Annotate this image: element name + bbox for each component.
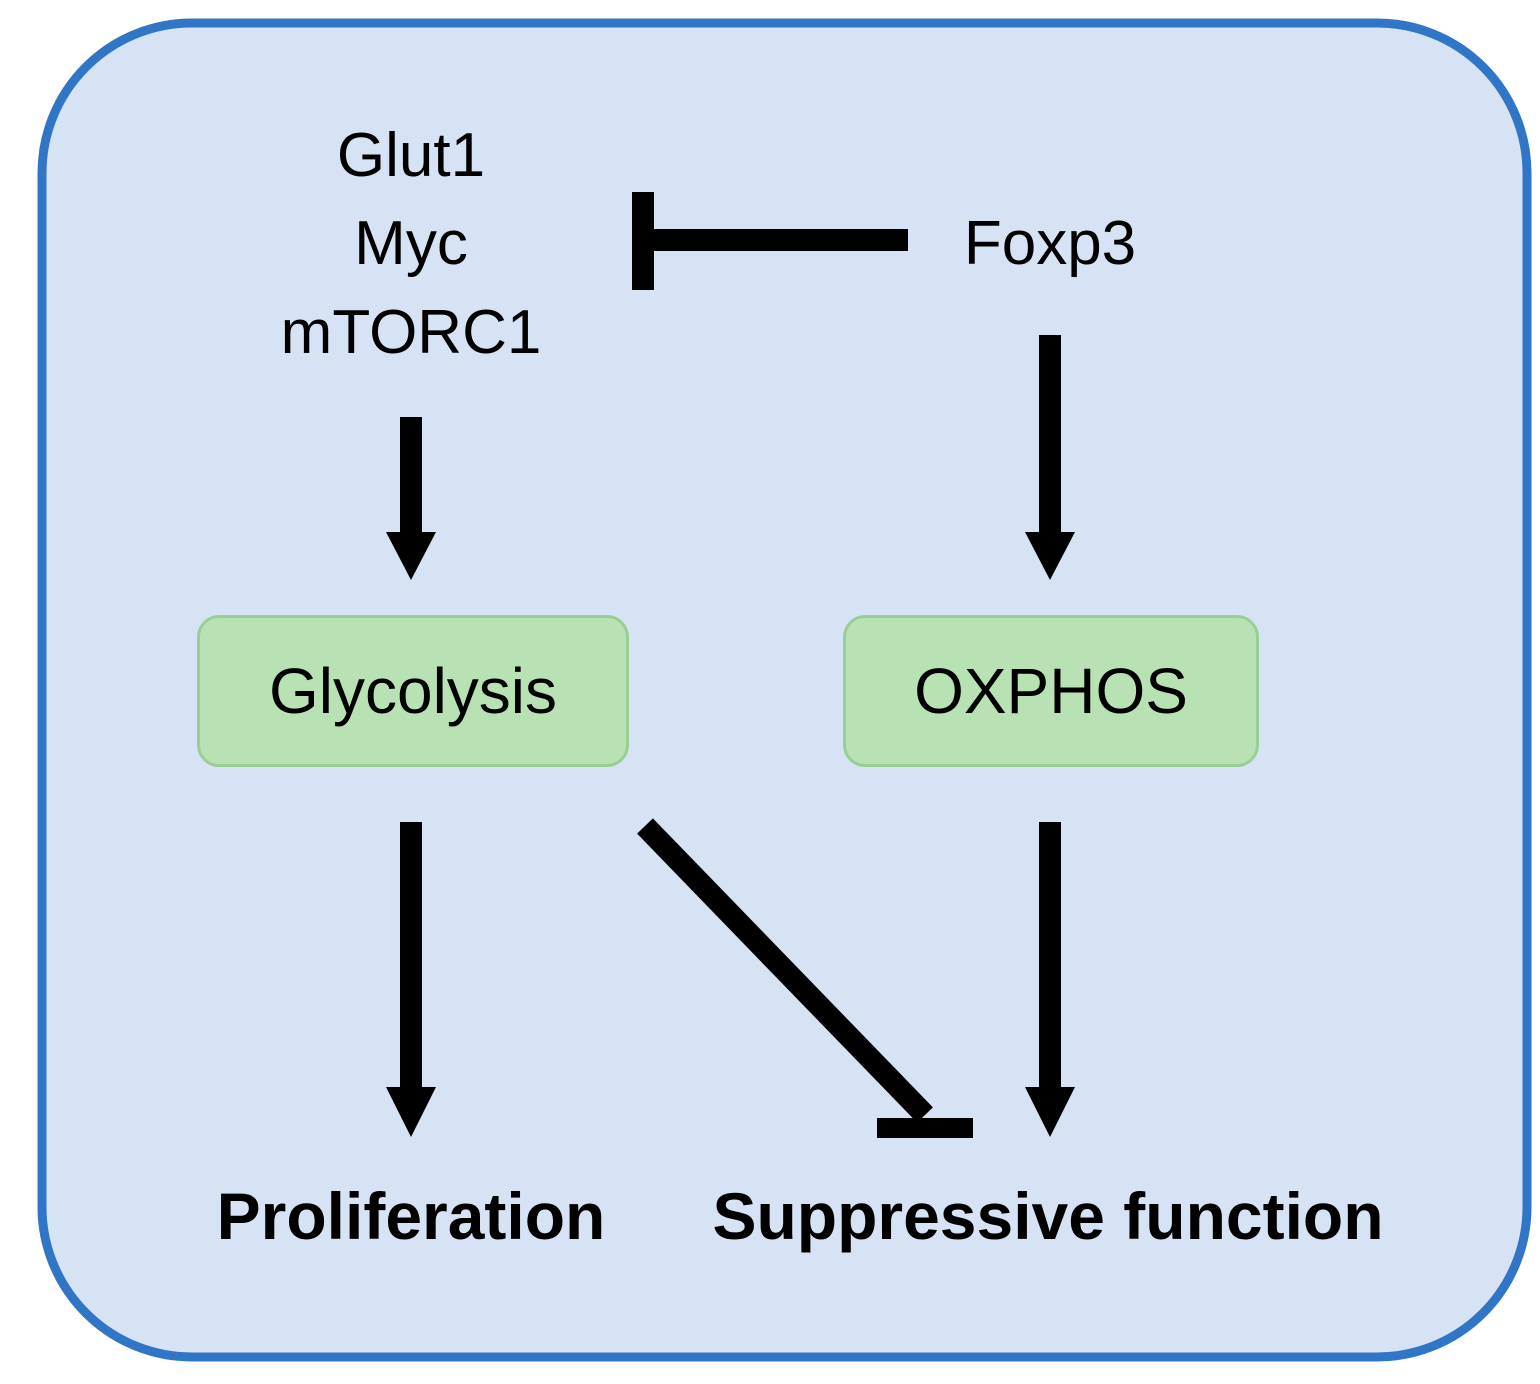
arrow-head	[386, 532, 436, 580]
suppressive-function-label: Suppressive function	[712, 1179, 1384, 1253]
regulator-mtorc1: mTORC1	[280, 298, 542, 367]
arrow-head	[1025, 1087, 1075, 1137]
glycolysis-label: Glycolysis	[268, 655, 558, 727]
proliferation-label: Proliferation	[216, 1179, 606, 1253]
arrow-head	[1025, 532, 1075, 580]
oxphos-label: OXPHOS	[914, 655, 1188, 727]
edge-foxp3-inhibits-regulators	[632, 192, 908, 290]
glycolysis-box: Glycolysis	[197, 615, 629, 767]
edge-glycolysis-inhibits-suppressive	[637, 818, 973, 1138]
edge-oxphos-to-suppressive	[1025, 822, 1075, 1137]
regulator-myc: Myc	[354, 209, 468, 278]
regulator-glut1: Glut1	[336, 121, 486, 190]
oxphos-box: OXPHOS	[843, 615, 1259, 767]
edge-regulators-to-glycolysis	[386, 417, 436, 580]
arrow-head	[386, 1087, 436, 1137]
edge-glycolysis-to-proliferation	[386, 822, 436, 1137]
inhibit-line	[637, 818, 933, 1123]
foxp3-label: Foxp3	[963, 209, 1137, 278]
edge-foxp3-to-oxphos	[1025, 335, 1075, 580]
